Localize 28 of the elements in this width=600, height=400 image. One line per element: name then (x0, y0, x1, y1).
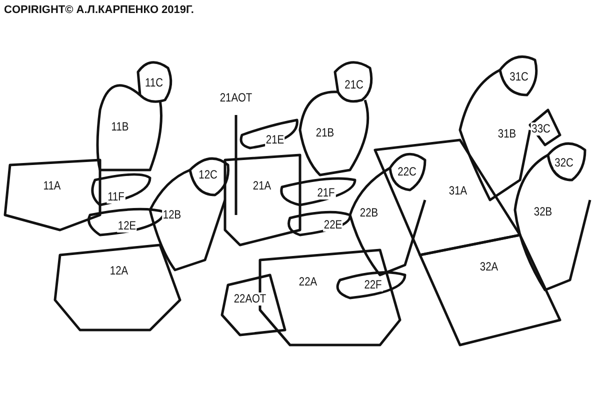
part-label: 22C (396, 166, 418, 178)
part-label: 21F (316, 186, 336, 200)
part-label: 22B (359, 206, 379, 220)
part-label: 21A (252, 180, 272, 192)
part-label: 12C (198, 168, 218, 182)
part-label: 33C (530, 122, 552, 136)
part-label: 12B (162, 208, 182, 222)
part-label: 31A (448, 184, 468, 198)
part-label: 11C (144, 76, 164, 90)
copyright-note: COPIRIGHT© А.Л.КАРПЕНКО 2019Г. (4, 4, 194, 16)
part-label: 22AOT (233, 292, 267, 306)
part-label: 22F (363, 278, 383, 292)
part-label: 21AOT (219, 92, 253, 104)
part-label: 31B (497, 128, 517, 140)
part-label: 32A (479, 260, 499, 274)
part-label: 12A (109, 264, 129, 278)
part-label: 21C (344, 78, 364, 92)
part-label: 22A (298, 276, 318, 288)
part-label: 22E (323, 218, 343, 232)
part-label: 11A (42, 180, 62, 192)
part-label: 21E (265, 134, 285, 146)
part-label: 12E (117, 220, 137, 232)
part-label: 11B (110, 120, 130, 134)
part-label: 11F (106, 190, 126, 204)
part-label: 31C (508, 70, 530, 84)
part-label: 21B (315, 126, 335, 140)
part-label: 32C (554, 156, 574, 170)
part-label: 32B (533, 206, 553, 218)
